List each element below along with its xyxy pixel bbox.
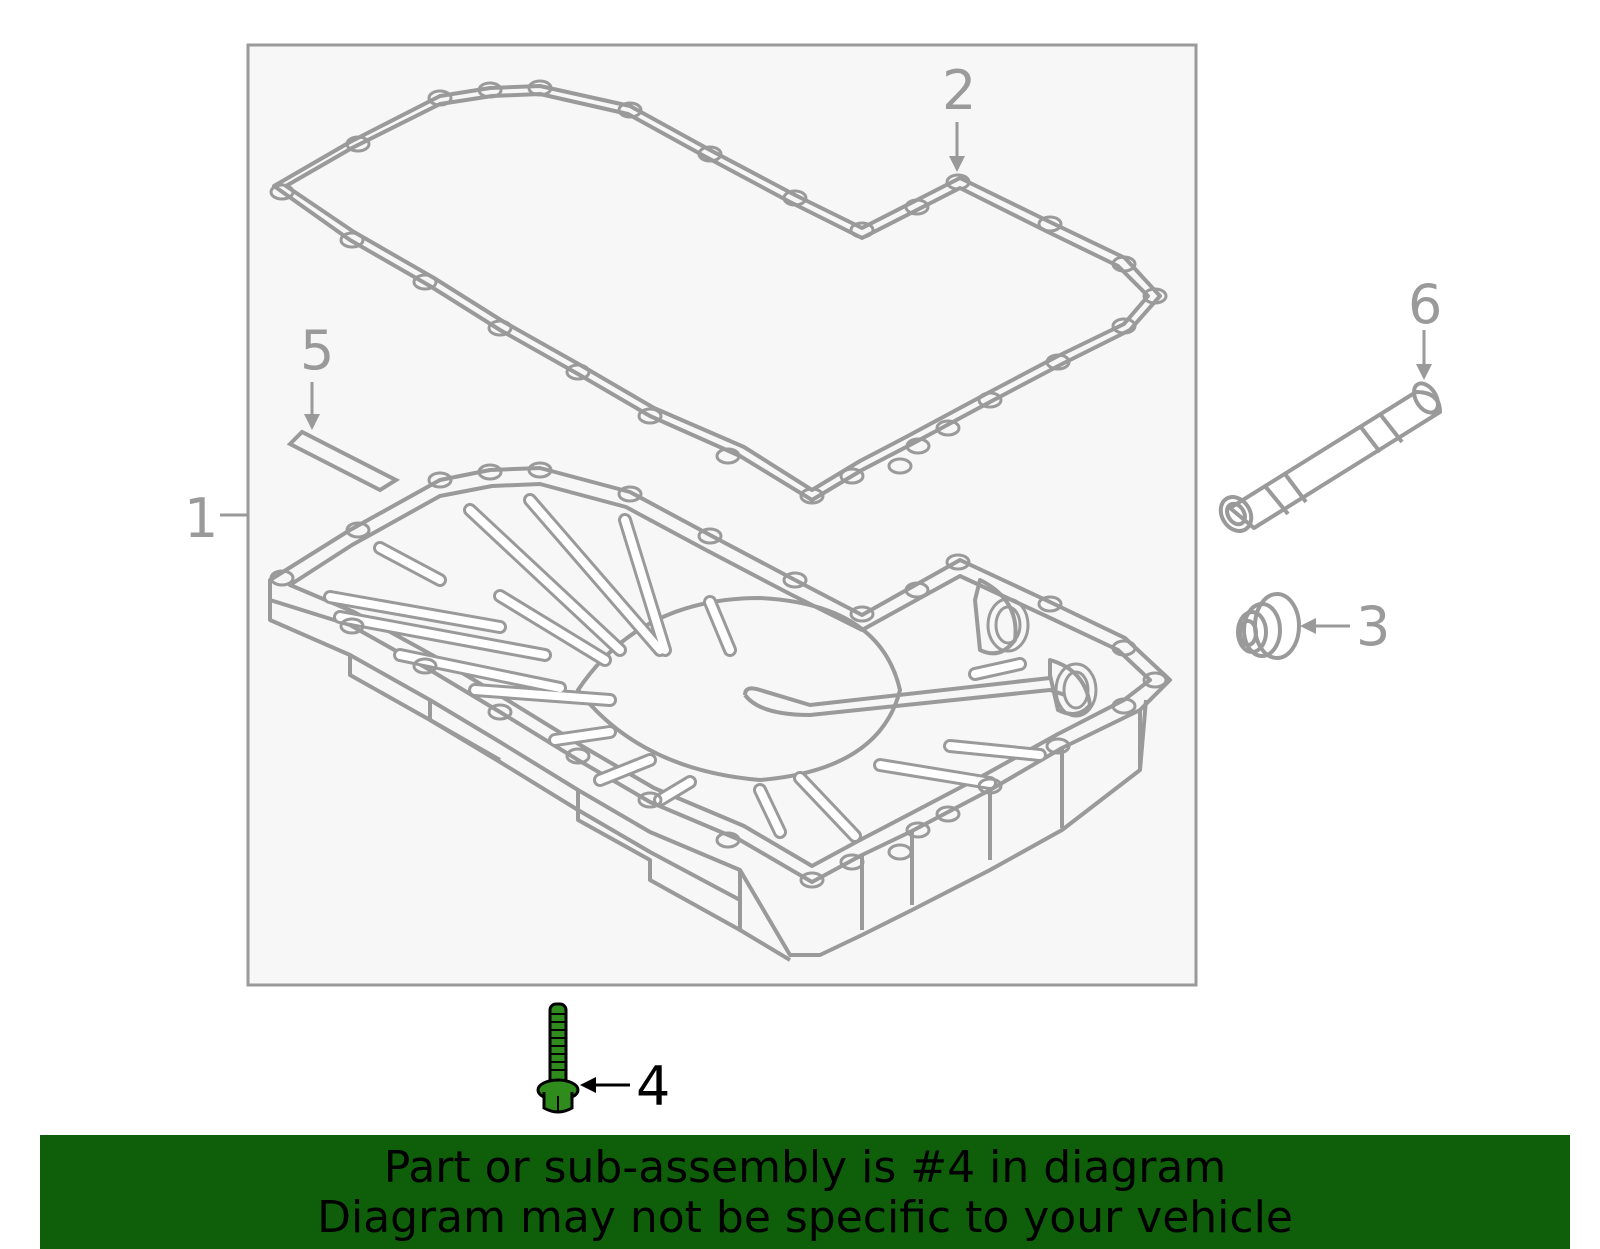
plug-part-3 <box>1236 592 1301 660</box>
bolt-part-4 <box>536 1002 580 1114</box>
label-part-5 <box>286 429 401 493</box>
callout-2: 2 <box>942 59 977 122</box>
gasket-part-2 <box>269 79 1168 505</box>
leader-2 <box>949 122 965 172</box>
callout-4: 4 <box>636 1055 671 1118</box>
leader-3 <box>1300 618 1350 634</box>
callout-1: 1 <box>184 487 219 550</box>
tube-part-6 <box>1218 381 1442 533</box>
info-banner: Part or sub-assembly is #4 in diagram Di… <box>40 1135 1570 1249</box>
assembly-box <box>246 43 1198 987</box>
leader-5 <box>304 382 320 430</box>
leader-6 <box>1416 330 1432 380</box>
banner-line-2: Diagram may not be specific to your vehi… <box>317 1192 1293 1243</box>
banner-line-1: Part or sub-assembly is #4 in diagram <box>383 1142 1227 1193</box>
oil-pan-part-1 <box>268 461 1172 962</box>
callout-6: 6 <box>1408 273 1443 336</box>
callout-5: 5 <box>300 319 335 382</box>
callout-3: 3 <box>1356 595 1391 658</box>
leader-4 <box>580 1077 630 1093</box>
